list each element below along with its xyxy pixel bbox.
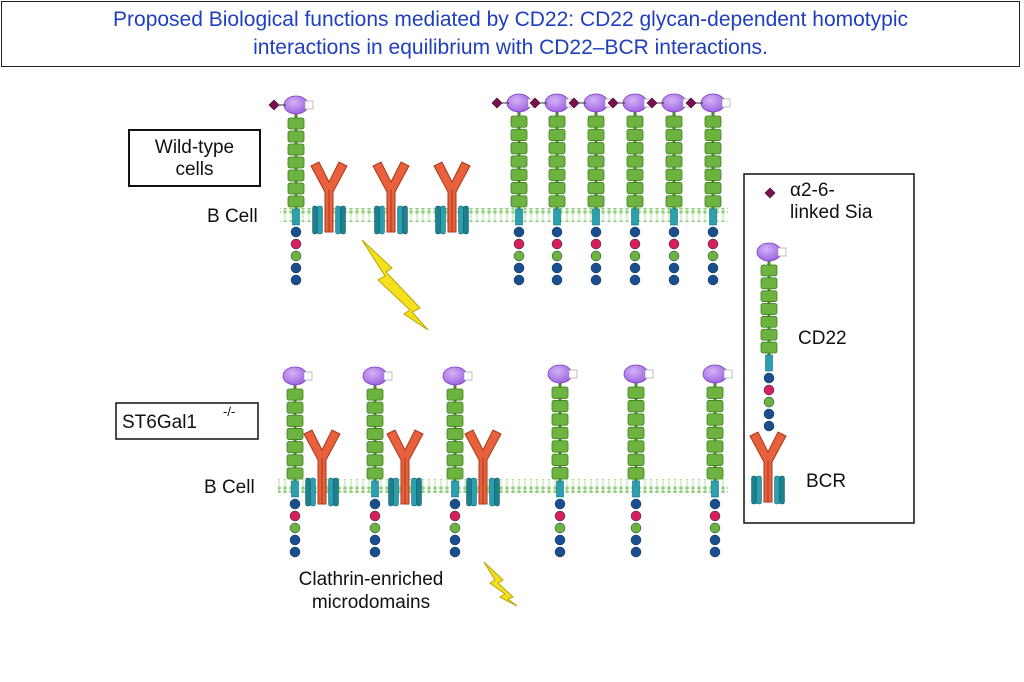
b-cell-label-bottom: B Cell (204, 477, 255, 498)
sialic-acid-diamond-icon (568, 97, 580, 109)
legend-cd22-label: CD22 (798, 328, 847, 349)
wild-type-label-box: Wild-type cells (128, 129, 261, 187)
bcr-receptor-icon (386, 429, 424, 507)
clathrin-label-line-2: microdomains (312, 592, 430, 613)
sialic-acid-diamond-icon (607, 97, 619, 109)
cd22-receptor-icon (268, 95, 314, 286)
cd22-receptor-icon (702, 364, 733, 558)
cd22-receptor-icon (282, 366, 313, 558)
wild-type-label-line-2: cells (175, 159, 213, 180)
bcr-receptor-icon (303, 429, 341, 507)
b-cell-label-top: B Cell (207, 206, 258, 227)
cd22-receptor-icon (623, 364, 654, 558)
cd22-receptor-icon (685, 93, 731, 286)
cd22-receptor-icon (607, 93, 653, 286)
legend-sia-line-2: linked Sia (790, 202, 873, 223)
title-box: Proposed Biological functions mediated b… (1, 1, 1020, 67)
membrane-top (280, 208, 728, 222)
cd22-receptor-icon (568, 93, 614, 286)
legend-sia-line-1: α2-6- (790, 180, 835, 201)
cd22-receptor-icon (491, 93, 537, 286)
lightning-signal-icon (361, 239, 429, 331)
st6gal1-superscript: -/- (223, 404, 235, 419)
sialic-acid-diamond-icon (764, 187, 776, 199)
lightning-signal-icon (483, 561, 518, 607)
membrane-bottom (278, 479, 728, 493)
bcr-receptor-icon (310, 161, 348, 235)
sialic-acid-diamond-icon (685, 97, 697, 109)
cd22-receptor-icon (529, 93, 575, 286)
bcr-receptor-icon (749, 431, 787, 505)
page-title-line-1: Proposed Biological functions mediated b… (113, 8, 908, 31)
cd22-receptor-icon (362, 366, 393, 558)
sialic-acid-diamond-icon (268, 99, 280, 111)
bcr-receptor-icon (433, 161, 471, 235)
cd22-receptor-icon (646, 93, 692, 286)
bcr-receptor-icon (464, 429, 502, 507)
cd22-receptor-icon (756, 242, 787, 432)
legend-bcr-label: BCR (806, 471, 846, 492)
cd22-receptor-icon (442, 366, 473, 558)
st6gal1-label: ST6Gal1 (122, 412, 197, 433)
molecules-layer (268, 93, 733, 558)
cd22-receptor-icon (547, 364, 578, 558)
sialic-acid-diamond-icon (491, 97, 503, 109)
clathrin-label-line-1: Clathrin-enriched (299, 569, 444, 590)
sialic-acid-diamond-icon (646, 97, 658, 109)
bcr-receptor-icon (372, 161, 410, 235)
sialic-acid-diamond-icon (529, 97, 541, 109)
st6gal1-label-box: ST6Gal1 -/- (115, 402, 259, 440)
wild-type-label-line-1: Wild-type (155, 137, 234, 158)
legend: α2-6- linked Sia CD22 BCR (743, 173, 915, 524)
page-title-line-2: interactions in equilibrium with CD22–BC… (253, 36, 768, 59)
